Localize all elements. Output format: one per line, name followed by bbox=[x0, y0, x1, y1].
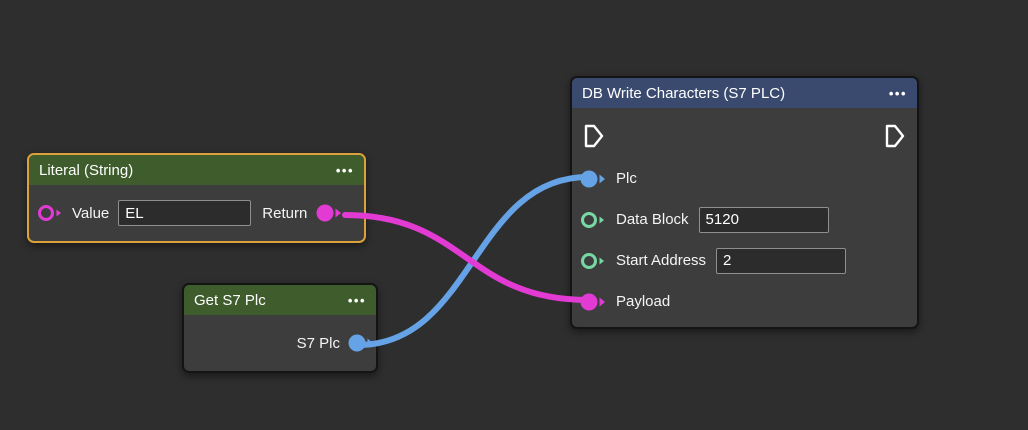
start-address-row: Start Address bbox=[572, 240, 917, 281]
exec-output-port[interactable] bbox=[883, 122, 907, 150]
value-field[interactable] bbox=[118, 200, 252, 226]
node-title: DB Write Characters (S7 PLC) bbox=[582, 84, 786, 102]
plc-label: Plc bbox=[616, 170, 637, 187]
start-address-input-port[interactable] bbox=[580, 251, 606, 271]
return-output-port[interactable] bbox=[316, 203, 342, 223]
exec-input-port[interactable] bbox=[582, 122, 606, 150]
node-literal-string-header[interactable]: Literal (String) ••• bbox=[29, 155, 364, 185]
value-row: Value Return bbox=[29, 200, 364, 226]
data-block-label: Data Block bbox=[616, 211, 689, 228]
start-address-label: Start Address bbox=[616, 252, 707, 269]
plc-input-port[interactable] bbox=[580, 169, 606, 189]
plc-row: Plc bbox=[572, 158, 917, 199]
node-literal-string[interactable]: Literal (String) ••• Value Return bbox=[27, 153, 366, 243]
node-title: Get S7 Plc bbox=[194, 291, 266, 309]
s7-plc-label: S7 Plc bbox=[296, 334, 340, 352]
start-address-field[interactable] bbox=[716, 247, 847, 274]
payload-input-port[interactable] bbox=[580, 292, 606, 312]
node-get-s7-plc[interactable]: Get S7 Plc ••• S7 Plc bbox=[182, 283, 378, 373]
data-block-input-port[interactable] bbox=[580, 210, 606, 230]
node-db-write-header[interactable]: DB Write Characters (S7 PLC) ••• bbox=[572, 78, 917, 108]
s7-plc-output-port[interactable] bbox=[348, 333, 374, 353]
wire-return-to-payload[interactable] bbox=[342, 212, 591, 303]
node-menu-icon[interactable]: ••• bbox=[888, 85, 907, 101]
data-block-field[interactable] bbox=[698, 206, 829, 233]
node-menu-icon[interactable]: ••• bbox=[335, 162, 354, 178]
value-input-port[interactable] bbox=[37, 203, 63, 223]
return-label: Return bbox=[262, 204, 308, 222]
wire-s7plc-to-plc[interactable] bbox=[355, 174, 591, 348]
node-menu-icon[interactable]: ••• bbox=[347, 292, 366, 308]
payload-row: Payload bbox=[572, 281, 917, 322]
node-get-s7-plc-header[interactable]: Get S7 Plc ••• bbox=[184, 285, 376, 315]
s7-plc-output-row: S7 Plc bbox=[184, 333, 376, 353]
exec-row bbox=[572, 114, 917, 158]
data-block-row: Data Block bbox=[572, 199, 917, 240]
payload-label: Payload bbox=[616, 293, 671, 310]
node-db-write-characters[interactable]: DB Write Characters (S7 PLC) ••• Plc bbox=[570, 76, 919, 329]
value-label: Value bbox=[72, 204, 110, 222]
node-title: Literal (String) bbox=[39, 161, 134, 179]
